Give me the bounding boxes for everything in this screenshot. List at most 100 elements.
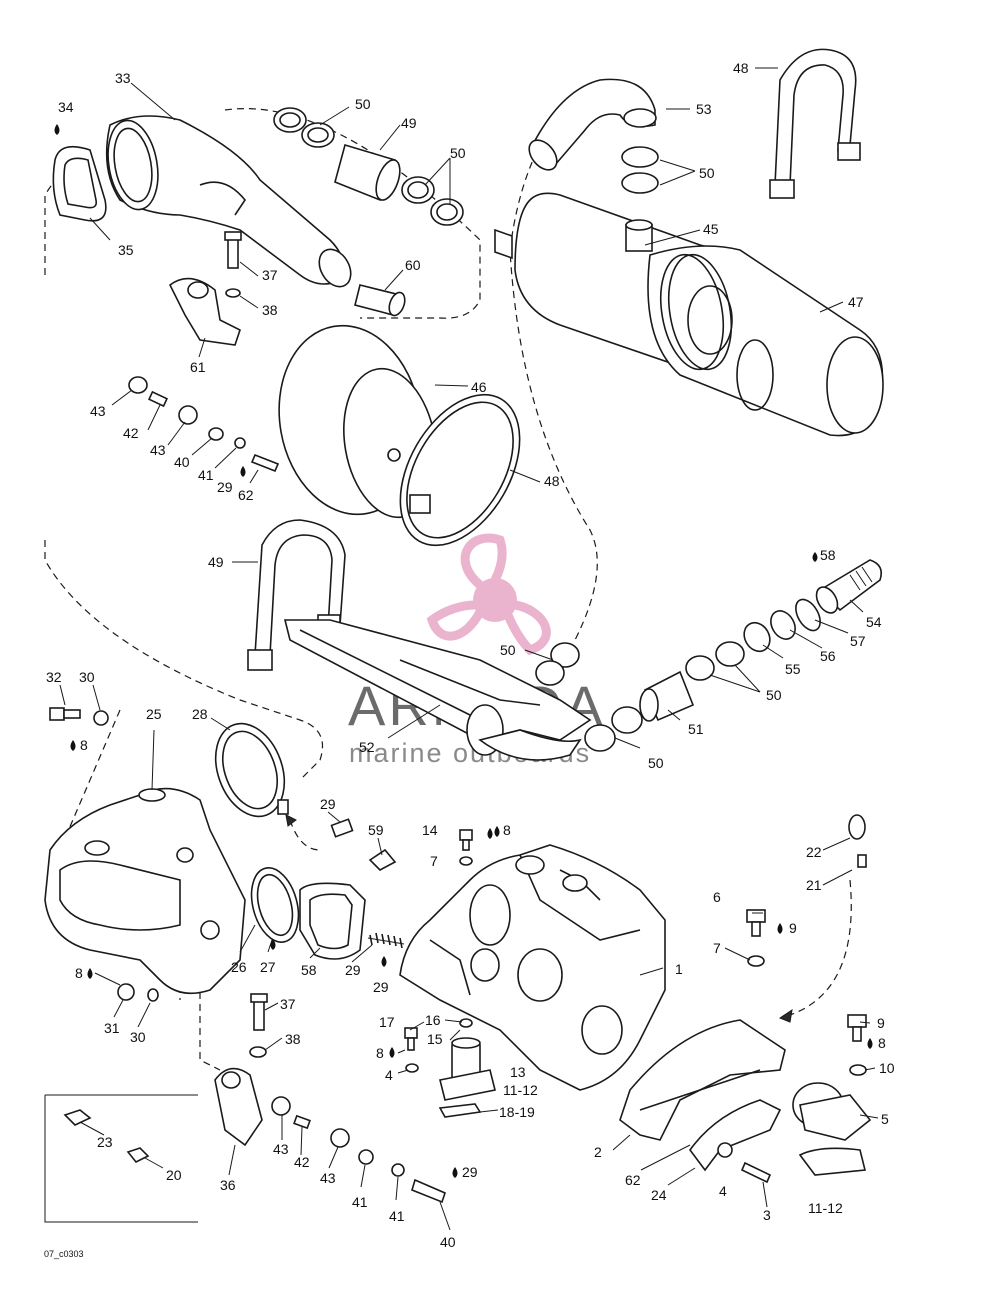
clamp-50-c: [621, 146, 659, 168]
screw-37-top: [224, 231, 242, 269]
callout-61: 60: [405, 257, 421, 273]
callout-4-b: 4: [719, 1183, 727, 1199]
clamp-50-i: [611, 706, 643, 734]
leader-lines: [59, 67, 879, 1231]
callout-35: 35: [118, 242, 134, 258]
callout-labels: 33 34 35 50 49 50 60 37 38 61 43 42 43 4…: [46, 60, 895, 1250]
washer-38-top: [225, 288, 241, 298]
callout-42-a: 42: [123, 425, 139, 441]
callout-8-e: 8: [376, 1045, 384, 1061]
callout-29-c: 29: [462, 1164, 478, 1180]
callout-50-lower: 50: [648, 755, 664, 771]
clamp-50-f: [685, 655, 715, 681]
callout-63: 62: [238, 487, 254, 503]
callout-48-middle: 49: [208, 554, 224, 570]
callout-55: 55: [785, 661, 801, 677]
strap-48-top: [769, 48, 861, 199]
callout-43-b: 43: [150, 442, 166, 458]
callout-40-b: 41: [352, 1194, 368, 1210]
valve-60: [368, 848, 397, 871]
callout-37-bottom: 37: [280, 996, 296, 1012]
callout-59: 58: [301, 962, 317, 978]
callout-47: 48: [544, 473, 560, 489]
callout-10: 10: [879, 1060, 895, 1076]
callout-30-top: 30: [79, 669, 95, 685]
callout-29-b: 29: [373, 979, 389, 995]
clamp-50-e: [715, 641, 745, 667]
callout-40-a: 40: [174, 454, 190, 470]
bracket-62: [168, 277, 241, 346]
clamp-50-d: [621, 172, 659, 194]
callout-54: 54: [866, 614, 882, 630]
manifold-23: [44, 787, 246, 995]
callout-17: 17: [379, 1014, 395, 1030]
callout-44: 45: [703, 221, 719, 237]
propeller-icon: [426, 533, 551, 656]
callout-6: 6: [713, 889, 721, 905]
tuned-pipe-52: [283, 619, 592, 761]
sleeve-61: [354, 284, 406, 317]
spring-28: [367, 932, 405, 949]
callout-8-f: 8: [878, 1035, 886, 1051]
engine-mount-13: [438, 1037, 496, 1118]
callout-29-a: 29: [217, 479, 233, 495]
sleeve-51: [639, 670, 695, 722]
flange-26: [214, 722, 289, 818]
callout-50-right: 50: [766, 687, 782, 703]
callout-43-c: 43: [273, 1141, 289, 1157]
gasket-24: [250, 867, 300, 943]
engine-mount-11-12: [792, 1082, 872, 1176]
callout-43-d: 43: [320, 1170, 336, 1186]
band-clamp-47: [399, 393, 521, 547]
inset-box-parts: [63, 1109, 150, 1164]
callout-7-b: 7: [713, 940, 721, 956]
callout-8-a: 8: [80, 737, 88, 753]
callout-45: 46: [471, 379, 487, 395]
washer-30-bottom: [147, 988, 159, 1002]
plug-27: [330, 818, 354, 838]
diagram-code: 07_c0303: [44, 1249, 84, 1259]
small-hardware: [404, 814, 867, 1184]
callout-23: 25: [146, 706, 162, 722]
callout-11-12-right: 11-12: [808, 1200, 843, 1216]
plate-22: [689, 1099, 782, 1172]
callout-30-bottom: 30: [130, 1029, 146, 1045]
callout-57: 57: [850, 633, 866, 649]
exhaust-pipe-33: [105, 115, 352, 288]
callout-60: 59: [368, 822, 384, 838]
sealant-drop-58: [812, 552, 818, 562]
callout-39: 40: [440, 1234, 456, 1250]
callout-18-19: 18-19: [499, 1104, 535, 1120]
callout-41-a: 41: [198, 467, 214, 483]
callout-13: 13: [510, 1064, 526, 1080]
nut-55: [743, 621, 771, 653]
callout-51: 51: [688, 721, 704, 737]
callout-4-a: 4: [385, 1067, 393, 1083]
o-ring-57: [795, 598, 821, 632]
callout-50-pipe: 50: [500, 642, 516, 658]
callout-32: 32: [46, 669, 62, 685]
callout-50-muffler: 50: [699, 165, 715, 181]
exhaust-manifold-assembly: [44, 707, 446, 1204]
muffler-assembly: [278, 48, 884, 547]
muffler-shell-45: [278, 324, 437, 519]
clamp-50-h: [535, 660, 565, 686]
callout-24: 26: [231, 959, 247, 975]
callout-8-c: 8: [75, 965, 83, 981]
callout-21-right: 22: [806, 844, 822, 860]
engine-block-1: [399, 844, 666, 1091]
callout-9: 9: [877, 1015, 885, 1031]
nut-31: [117, 983, 135, 1001]
elbow-hose-53: [528, 78, 657, 171]
callout-58: 58: [820, 547, 836, 563]
callout-34: 34: [58, 99, 74, 115]
clamp-50-b: [401, 176, 464, 226]
callout-46: 47: [848, 294, 864, 310]
callout-31: 31: [104, 1020, 120, 1036]
cover-59: [299, 882, 366, 960]
callout-53: 53: [696, 101, 712, 117]
callout-5: 5: [881, 1111, 889, 1127]
callout-22: 24: [651, 1187, 667, 1203]
fitting-54: [815, 559, 883, 614]
